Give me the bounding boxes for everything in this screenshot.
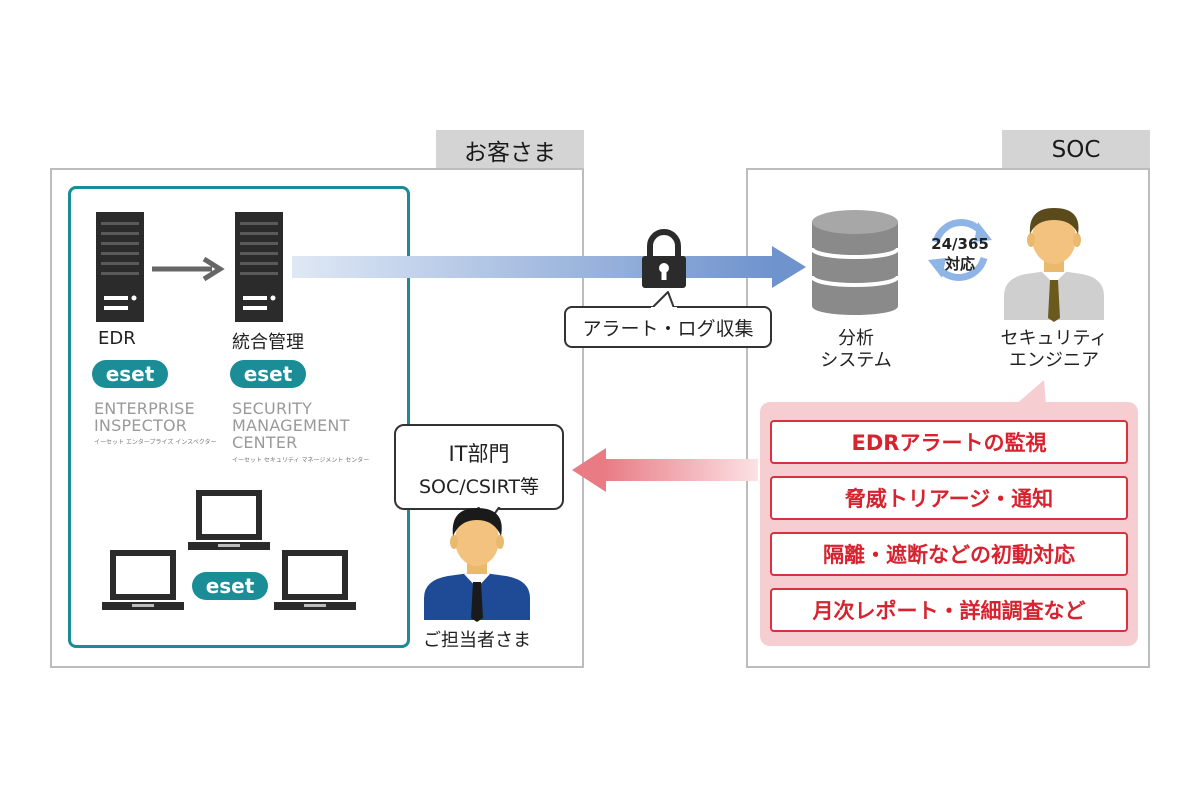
inspector-product-kana: イーセット エンタープライズ インスペクター [94,439,217,446]
security-engineer-avatar-icon [1004,208,1104,322]
laptop-icon [274,550,356,610]
center-product-name: SECURITY MANAGEMENT CENTER [232,399,350,452]
database-icon [810,210,900,315]
analysis-system-label: 分析 システム [820,328,892,371]
svg-text:eset: eset [206,574,255,598]
alert-log-collection-label: アラート・ログ収集 [582,317,754,340]
security-engineer-label: セキュリティ エンジニア [1000,328,1108,371]
svg-text:eset: eset [106,362,155,386]
svg-text:eset: eset [244,362,293,386]
mgmt-label: 統合管理 [232,332,304,353]
availability-label: 24/365 対応 [931,235,989,273]
cycle-arrows-icon [928,218,992,282]
soc-tab: SOC [1002,130,1150,170]
laptop-icon [188,490,270,550]
edr-server-icon [96,212,144,322]
service-item: 脅威トリアージ・通知 [770,476,1128,520]
alert-log-collection-callout: アラート・ログ収集 [564,306,772,348]
callout-pointer [651,291,677,311]
eset-logo-icon: eset [192,572,268,600]
alert-log-flow-arrow [292,246,806,288]
customer-tab: お客さま [436,130,584,170]
services-pointer [1014,380,1046,406]
service-item: 隔離・遮断などの初動対応 [770,532,1128,576]
it-department-subtitle: SOC/CSIRT等 [418,476,540,498]
inspector-product-name: ENTERPRISE INSPECTOR [94,399,195,435]
edr-label: EDR [98,328,136,349]
center-product-kana: イーセット セキュリティ マネージメント センター [232,457,370,464]
customer-contact-avatar-icon [424,508,530,622]
mgmt-server-icon [235,212,283,322]
eset-logo-icon: eset [92,360,168,388]
service-item: EDRアラートの監視 [770,420,1128,464]
service-item: 月次レポート・詳細調査など [770,588,1128,632]
it-department-title: IT部門 [448,442,510,466]
it-department-callout: IT部門 SOC/CSIRT等 [394,424,564,510]
server-to-server-arrow [152,256,225,282]
eset-logo-icon: eset [230,360,306,388]
lock-icon [642,229,686,288]
laptop-icon [102,550,184,610]
report-flow-arrow [572,448,758,492]
customer-contact-label: ご担当者さま [423,630,531,651]
